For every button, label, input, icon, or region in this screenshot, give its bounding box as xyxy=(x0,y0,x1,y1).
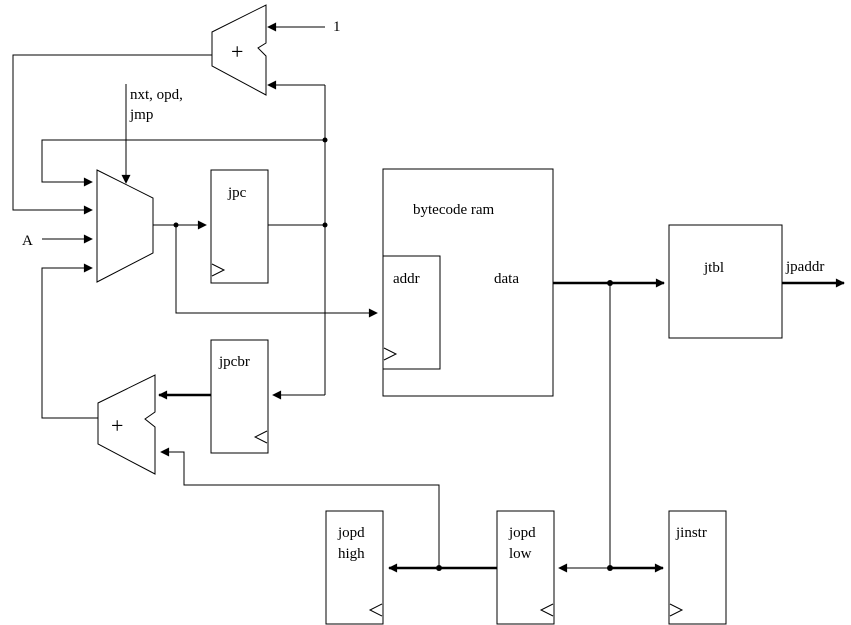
branch-adder-symbol: + xyxy=(111,413,123,438)
branch-adder xyxy=(97,374,156,475)
jopd-junction xyxy=(436,565,442,571)
jpcbr-register xyxy=(210,339,269,454)
increment-adder-symbol: + xyxy=(231,39,243,64)
jopd-high-register xyxy=(325,510,384,625)
addr-register-label: addr xyxy=(393,271,420,287)
jopd-low-register xyxy=(496,510,555,625)
jopd-high-clock-icon xyxy=(368,603,383,617)
addr-clock-icon xyxy=(383,347,398,361)
data-port-label: data xyxy=(494,271,519,287)
jpcbr-register-label: jpcbr xyxy=(218,354,250,370)
jopd-low-label-line1: jopd xyxy=(508,525,536,541)
jopd-low-clock-icon xyxy=(539,603,554,617)
bytecode-ram-label: bytecode ram xyxy=(413,202,495,218)
jopd-low-label-line2: low xyxy=(509,546,532,562)
mux-select-label-line2: jmp xyxy=(129,107,153,123)
jpc-register xyxy=(210,169,269,284)
jpaddr-label: jpaddr xyxy=(785,259,824,275)
a-input-label: A xyxy=(22,233,33,249)
address-wire xyxy=(175,225,378,318)
jpc-clock-icon xyxy=(211,263,226,277)
jpc-feedback-wire xyxy=(41,139,325,187)
jpc-junction-top xyxy=(322,137,328,143)
jpcbr-clock-icon xyxy=(253,430,268,444)
jtbl-block xyxy=(668,224,783,339)
pc-mux xyxy=(96,169,154,283)
mux-select-label-line1: nxt, opd, xyxy=(130,87,183,103)
addr-register xyxy=(382,255,441,370)
jopd-high-label-line1: jopd xyxy=(337,525,365,541)
jinstr-register xyxy=(668,510,727,625)
jtbl-label: jtbl xyxy=(703,260,724,276)
jinstr-label: jinstr xyxy=(675,525,707,541)
branch-feedback-wire xyxy=(41,263,98,419)
jpc-register-label: jpc xyxy=(227,185,247,201)
increment-feedback-wire xyxy=(12,54,212,215)
jpc-junction-mid xyxy=(322,222,328,228)
jopd-high-label-line2: high xyxy=(338,546,365,562)
jopd-to-adder-wire xyxy=(160,447,440,568)
jinstr-clock-icon xyxy=(669,603,684,617)
increment-adder xyxy=(211,4,267,96)
const-one-label: 1 xyxy=(333,19,341,35)
